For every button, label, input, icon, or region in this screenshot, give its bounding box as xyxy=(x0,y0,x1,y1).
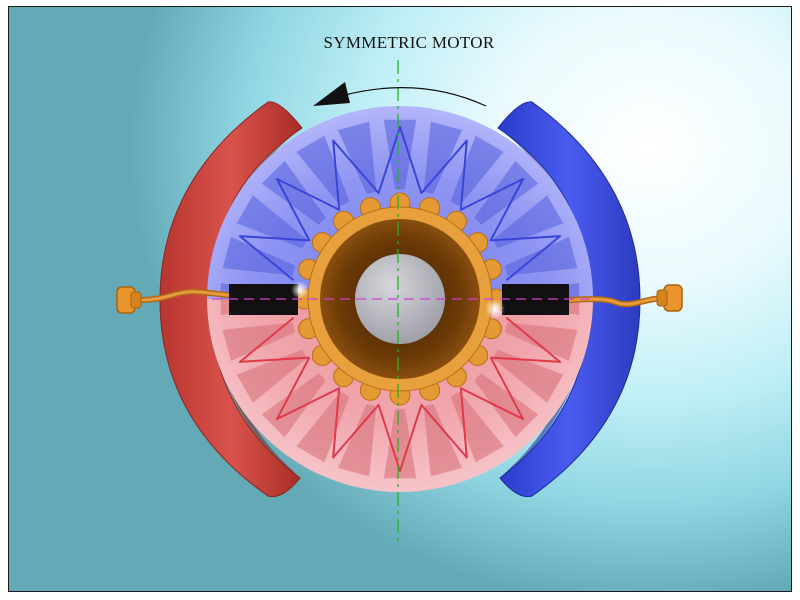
stator-slot xyxy=(474,160,539,225)
stator-slot xyxy=(337,121,377,195)
stator-slot xyxy=(236,195,308,249)
rotor-shaft xyxy=(355,254,445,344)
stator-slot xyxy=(492,195,564,249)
upper-coil-windings xyxy=(238,126,562,282)
stator-slot xyxy=(296,391,350,463)
stator-slot xyxy=(474,373,539,438)
stator-slot xyxy=(383,119,417,190)
stator-slot xyxy=(261,373,326,438)
stator-slot xyxy=(296,135,350,207)
lower-coil-windings xyxy=(238,316,562,472)
stator-slot xyxy=(492,349,564,403)
right-contact-spark xyxy=(485,299,505,319)
stator-slot xyxy=(261,160,326,225)
rotation-arrow-icon xyxy=(313,82,487,107)
stator-slot xyxy=(450,391,504,463)
stator-slot xyxy=(423,121,463,195)
stator-slot xyxy=(337,403,377,477)
stator-slot xyxy=(423,403,463,477)
stator-slot xyxy=(236,349,308,403)
stator-slot xyxy=(383,408,417,479)
left-contact-spark xyxy=(291,281,309,299)
diagram-title: SYMMETRIC MOTOR xyxy=(323,33,495,52)
stator-slot xyxy=(450,135,504,207)
